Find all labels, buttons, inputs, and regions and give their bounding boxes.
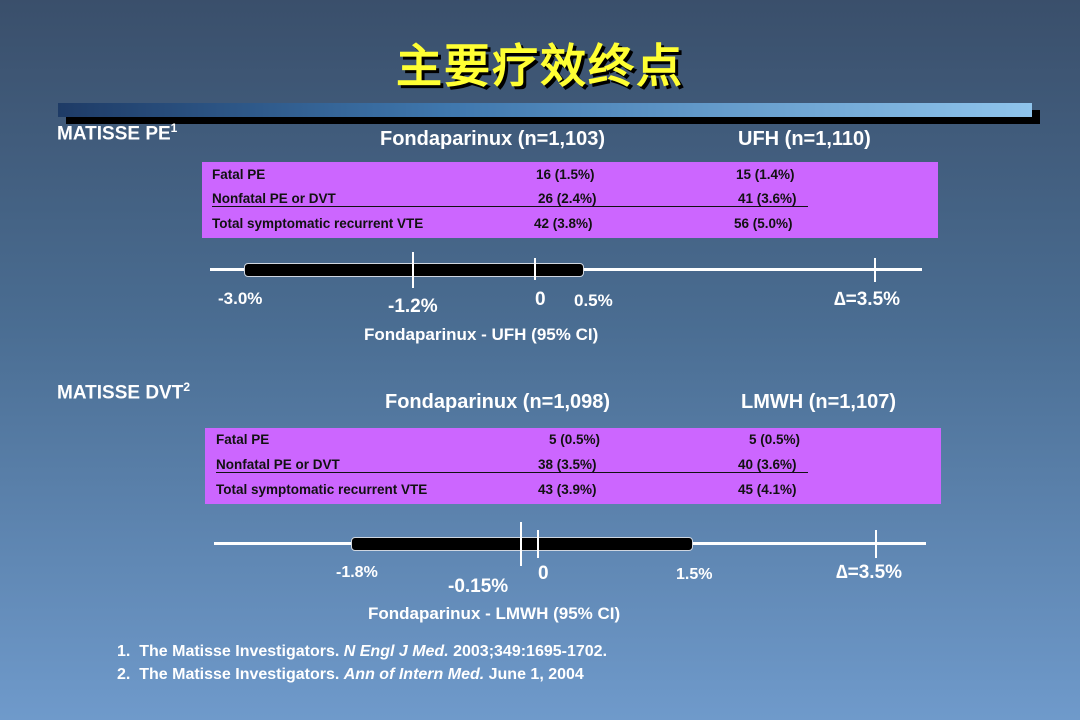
pe-point-estimate-tick — [412, 252, 414, 288]
dvt-col2-header: LMWH (n=1,107) — [741, 391, 897, 413]
pe-delta-label: ∆=3.5% — [834, 289, 901, 310]
pe-row-underline — [212, 190, 808, 207]
reference-1: 1. The Matisse Investigators. N Engl J M… — [117, 643, 608, 660]
pe-col1-header: Fondaparinux (n=1,103) — [380, 128, 606, 150]
dvt-results-table: Fatal PE 5 (0.5%) 5 (0.5%) Nonfatal PE o… — [205, 428, 941, 504]
pe-row-c2: 41 (3.6%) — [738, 191, 797, 206]
dvt-col1-header: Fondaparinux (n=1,098) — [385, 391, 611, 413]
dvt-section-label: MATISSE DVT2 — [57, 380, 191, 404]
dvt-row-c2: 40 (3.6%) — [738, 457, 797, 472]
dvt-lower-label: -1.8% — [336, 564, 378, 581]
dvt-row-name: Total symptomatic recurrent VTE — [216, 482, 428, 497]
dvt-axis-title: Fondaparinux - LMWH (95% CI) — [368, 604, 621, 623]
slide-title: 主要疗效终点 — [396, 39, 684, 93]
pe-upper-label: 0.5% — [574, 291, 613, 310]
reference-2: 2. The Matisse Investigators. Ann of Int… — [117, 666, 584, 683]
dvt-point-estimate-tick — [520, 522, 522, 566]
pe-delta-tick — [874, 258, 876, 282]
pe-col2-header: UFH (n=1,110) — [738, 128, 871, 150]
dvt-row-name: Fatal PE — [216, 432, 270, 447]
pe-zero-tick — [534, 258, 536, 280]
dvt-row-c1: 43 (3.9%) — [538, 482, 597, 497]
dvt-zero-tick — [537, 530, 539, 558]
pe-lower-label: -3.0% — [218, 289, 263, 308]
pe-point-label: -1.2% — [388, 296, 438, 317]
pe-row-c1: 26 (2.4%) — [538, 191, 597, 206]
dvt-ci-bar — [351, 537, 693, 551]
pe-zero-label: 0 — [535, 289, 546, 310]
pe-row-c2: 56 (5.0%) — [734, 216, 793, 231]
dvt-row-underline — [216, 456, 808, 473]
pe-row-name: Nonfatal PE or DVT — [212, 191, 336, 206]
dvt-row-c1: 38 (3.5%) — [538, 457, 597, 472]
dvt-row-name: Nonfatal PE or DVT — [216, 457, 340, 472]
dvt-row-c2: 45 (4.1%) — [738, 482, 797, 497]
pe-row-c1: 42 (3.8%) — [534, 216, 593, 231]
pe-row-name: Total symptomatic recurrent VTE — [212, 216, 424, 231]
pe-section-label: MATISSE PE1 — [57, 121, 178, 145]
dvt-upper-label: 1.5% — [676, 566, 713, 583]
title-bar — [58, 103, 1032, 117]
pe-results-table: Fatal PE 16 (1.5%) 15 (1.4%) Nonfatal PE… — [202, 162, 938, 238]
pe-row-c1: 16 (1.5%) — [536, 167, 595, 182]
dvt-row-c1: 5 (0.5%) — [549, 432, 601, 447]
dvt-point-label: -0.15% — [448, 576, 509, 597]
dvt-delta-tick — [875, 530, 877, 558]
pe-row-name: Fatal PE — [212, 167, 266, 182]
pe-ci-bar — [244, 263, 584, 277]
dvt-zero-label: 0 — [538, 563, 549, 584]
pe-row-c2: 15 (1.4%) — [736, 167, 795, 182]
pe-axis-title: Fondaparinux - UFH (95% CI) — [364, 325, 599, 344]
dvt-row-c2: 5 (0.5%) — [749, 432, 801, 447]
dvt-delta-label: ∆=3.5% — [836, 562, 903, 583]
